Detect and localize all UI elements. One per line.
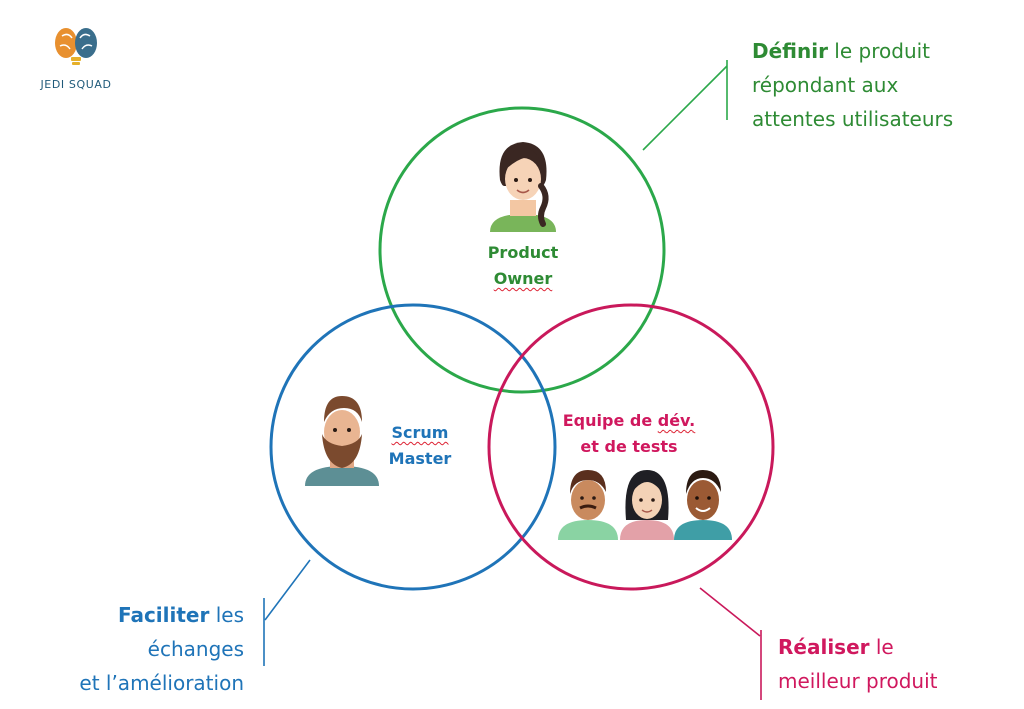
- product-owner-label: Product Owner: [458, 240, 588, 292]
- scrum-master-circle: [269, 303, 557, 591]
- dev-team-circle: [487, 303, 775, 591]
- product-owner-callout: Définir le produit répondant aux attente…: [752, 34, 1012, 136]
- green-callout-connector: [642, 60, 728, 151]
- scrum-master-callout-line2: et l’amélioration: [79, 671, 244, 695]
- brain-logo-icon: [55, 28, 97, 65]
- scrum-master-avatar: [305, 396, 379, 486]
- blue-callout-connector: [263, 559, 311, 666]
- dev-team-callout: Réaliser le meilleur produit: [778, 630, 1018, 698]
- product-owner-label-line1: Product: [487, 243, 559, 262]
- scrum-master-callout-strong: Faciliter: [117, 603, 210, 627]
- dev-team-callout-rest: le: [869, 635, 894, 659]
- scrum-master-label: Scrum Master: [370, 420, 470, 472]
- logo-wordmark: JEDI SQUAD: [40, 78, 112, 91]
- red-callout-connector: [699, 587, 762, 700]
- product-owner-callout-rest: le produit: [827, 39, 931, 63]
- product-owner-callout-line2: répondant aux: [752, 73, 899, 97]
- product-owner-callout-strong: Définir: [752, 39, 828, 63]
- dev-team-callout-line2: meilleur produit: [778, 669, 938, 693]
- dev-team-label: Equipe de dév. et de tests: [548, 408, 710, 460]
- dev-team-label-line1a: Equipe de: [562, 411, 658, 430]
- dev-team-label-line2: et de tests: [580, 437, 678, 456]
- product-owner-circle: [378, 106, 666, 394]
- dev-team-avatars: [558, 470, 732, 540]
- dev-team-label-line1b: dév.: [657, 411, 696, 430]
- scrum-master-label-line2: Master: [388, 449, 452, 468]
- product-owner-avatar: [490, 142, 556, 232]
- product-owner-label-line2: Owner: [493, 269, 553, 288]
- scrum-master-callout-rest: les échanges: [147, 603, 244, 661]
- scrum-master-callout: Faciliter les échanges et l’amélioration: [20, 598, 244, 700]
- scrum-master-label-line1: Scrum: [391, 423, 449, 442]
- dev-team-callout-strong: Réaliser: [778, 635, 870, 659]
- product-owner-callout-line3: attentes utilisateurs: [752, 107, 954, 131]
